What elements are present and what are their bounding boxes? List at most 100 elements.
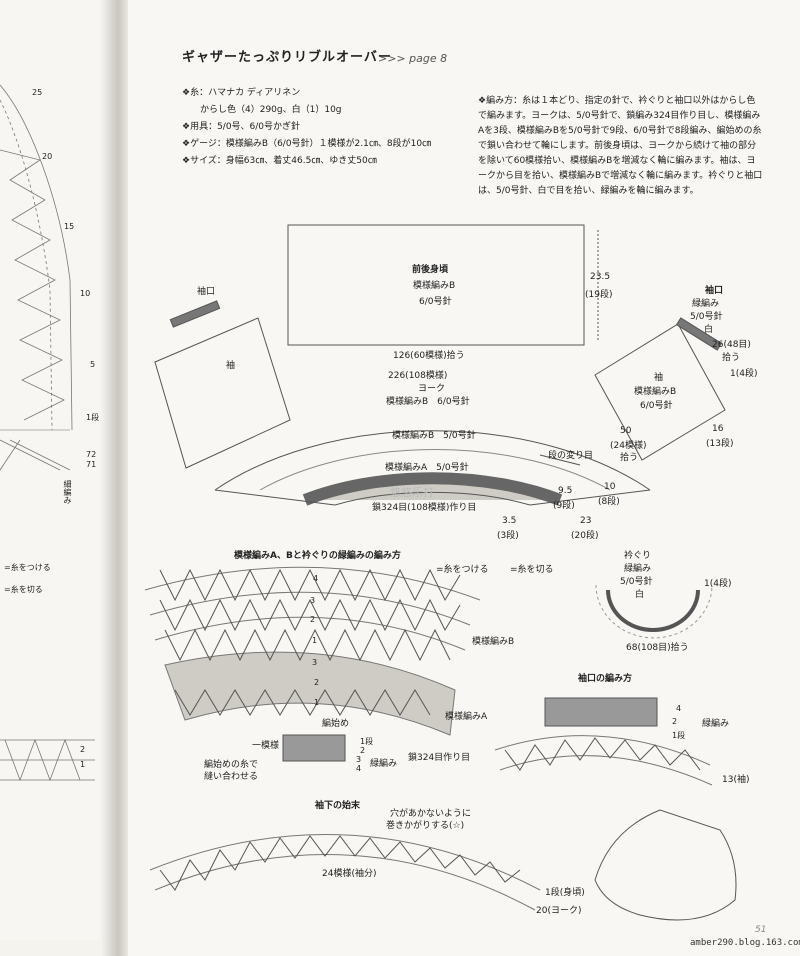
right-cuff-color: 白 bbox=[704, 325, 714, 335]
left-chart bbox=[0, 84, 95, 782]
dim-23: 23 bbox=[580, 516, 592, 526]
neck-title: 衿ぐり bbox=[624, 551, 652, 561]
spec-tools: ❖用具：5/0号、6/0号かぎ針 bbox=[182, 122, 301, 132]
sleeve-length-rows: (13段) bbox=[706, 439, 734, 449]
chart-label-b: 模様編みB bbox=[472, 637, 515, 647]
yoke-label: ヨーク bbox=[418, 384, 446, 394]
left-cuff-label: 袖口 bbox=[197, 287, 216, 297]
right-cuff-label: 袖口 bbox=[705, 286, 724, 296]
small-row-1: 1段 bbox=[360, 737, 374, 746]
sleeve-width: 50 bbox=[620, 426, 632, 436]
spec-size: ❖サイズ：身幅63㎝、着丈46.5㎝、ゆき丈50㎝ bbox=[182, 156, 377, 166]
left-row-10: 10 bbox=[80, 289, 91, 298]
left-bottom-2: 2 bbox=[80, 745, 86, 754]
left-row-15: 15 bbox=[64, 222, 75, 231]
cuff-row-1: 1段 bbox=[672, 731, 686, 740]
left-col-label: 細編み bbox=[63, 480, 72, 504]
dim-3-5: 3.5 bbox=[502, 516, 517, 526]
dim-10: 10 bbox=[604, 482, 616, 492]
legend-join: =糸をつける bbox=[436, 565, 489, 575]
right-sleeve-pattern: 模様編みB bbox=[634, 387, 677, 397]
cuff-rect bbox=[544, 697, 658, 727]
neck-band bbox=[606, 589, 700, 632]
right-cuff-pick: 26(48目) bbox=[712, 340, 751, 350]
body-needle: 6/0号針 bbox=[419, 297, 452, 307]
chart-row-a3: 3 bbox=[312, 658, 318, 667]
cuff-row-4: 4 bbox=[676, 704, 682, 713]
right-sleeve-label: 袖 bbox=[654, 373, 664, 383]
neck-color: 白 bbox=[635, 590, 645, 600]
left-row-20: 20 bbox=[42, 152, 53, 161]
page-title: ギャザーたっぷりリブルオーバー bbox=[182, 50, 392, 65]
right-sleeve bbox=[594, 323, 726, 461]
small-row-4: 4 bbox=[356, 764, 362, 773]
yoke-outer bbox=[214, 430, 651, 491]
chart-ab-title: 模様編みA、Bと衿ぐりの緑編みの編み方 bbox=[234, 551, 401, 561]
left-row-5: 5 bbox=[90, 360, 96, 369]
left-legend-join: =糸をつける bbox=[4, 563, 51, 572]
right-cuff-st: 緑編み bbox=[692, 299, 720, 309]
neck-st: 緑編み bbox=[624, 564, 652, 574]
neck-pick: 68(108目)拾う bbox=[626, 643, 689, 653]
dim-9-5: 9.5 bbox=[558, 486, 573, 496]
page-number: 51 bbox=[755, 925, 767, 935]
cuff-chart-end: 13(袖) bbox=[722, 775, 750, 785]
dim-9-5-rows: (9段) bbox=[553, 501, 575, 511]
left-sleeve-label: 袖 bbox=[226, 361, 236, 371]
chart-row-a1: 1 bbox=[314, 698, 320, 707]
underarm-r1: 1段(身頃) bbox=[545, 888, 585, 898]
dim-23-rows: (20段) bbox=[571, 531, 599, 541]
right-cuff-row: 1(4段) bbox=[730, 369, 758, 379]
dim-10-rows: (8段) bbox=[598, 497, 620, 507]
chart-edge: 緑編み bbox=[370, 759, 398, 769]
yoke-pattern: 模様編みB 6/0号針 bbox=[386, 397, 470, 407]
chart-sew: 編始めの糸で bbox=[204, 760, 259, 770]
underarm-r20: 20(ヨーク) bbox=[536, 906, 582, 916]
chart-repeat: 一模様 bbox=[252, 741, 280, 751]
yoke-a-label: 模様編みA 5/0号針 bbox=[385, 463, 469, 473]
sleeve-length: 16 bbox=[712, 424, 724, 434]
chart-row-2: 2 bbox=[310, 615, 316, 624]
small-row-3: 3 bbox=[356, 755, 362, 764]
chart-row-a2: 2 bbox=[314, 678, 320, 687]
underarm-title: 袖下の始末 bbox=[315, 801, 361, 811]
dim-3-5-rows: (3段) bbox=[497, 531, 519, 541]
chart-sew2: 縫い合わせる bbox=[204, 772, 259, 782]
chart-label-a: 模様編みA bbox=[445, 712, 488, 722]
underarm-count: 24模様(袖分) bbox=[322, 869, 377, 879]
neck-rows: 1(4段) bbox=[704, 579, 732, 589]
legend-cut: =糸を切る bbox=[510, 565, 554, 575]
body-pickup: 126(60模様)拾う bbox=[393, 351, 465, 361]
left-row-1: 1段 bbox=[86, 413, 100, 422]
yoke-b-label: 模様編みB 5/0号針 bbox=[392, 431, 476, 441]
underarm-note2: 巻きかがりする(☆) bbox=[386, 821, 465, 831]
body-height: 23.5 bbox=[590, 272, 611, 282]
underarm-note: 穴があかないように bbox=[390, 809, 471, 819]
left-page bbox=[0, 0, 112, 940]
right-cuff-needle: 5/0号針 bbox=[690, 312, 723, 322]
chart-chain: 鎖324目作り目 bbox=[408, 753, 471, 763]
chart-ab bbox=[144, 566, 481, 762]
row-change-label: 段の変り目 bbox=[548, 451, 594, 461]
left-row-72: 72 bbox=[86, 450, 97, 459]
sleeve-width-pick: 拾う bbox=[620, 453, 639, 463]
chart-row-3: 3 bbox=[310, 596, 316, 605]
spec-gauge: ❖ゲージ：模様編みB（6/0号針）１模様が2.1㎝、8段が10㎝ bbox=[182, 139, 432, 149]
spec-yarn: ❖糸：ハマナカ ディアリネン bbox=[182, 88, 301, 98]
chart-row-4: 4 bbox=[313, 574, 319, 583]
left-row-71: 71 bbox=[86, 460, 97, 469]
cuff-chart-title: 袖口の編み方 bbox=[578, 674, 633, 684]
left-legend-cut: =糸を切る bbox=[4, 585, 43, 594]
right-cuff-pick2: 拾う bbox=[722, 353, 741, 363]
chart-start: 編始め bbox=[322, 719, 350, 729]
left-bottom-1: 1 bbox=[80, 760, 86, 769]
schematic bbox=[144, 224, 737, 921]
left-sleeve bbox=[154, 317, 291, 469]
page-reference: >>> page 8 bbox=[378, 52, 448, 65]
body-rows: (19段) bbox=[585, 290, 613, 300]
watermark: 悠悠乐打 bbox=[390, 486, 434, 499]
cuff-chart-label: 緑編み bbox=[702, 719, 730, 729]
body-title: 前後身頃 bbox=[412, 265, 449, 275]
